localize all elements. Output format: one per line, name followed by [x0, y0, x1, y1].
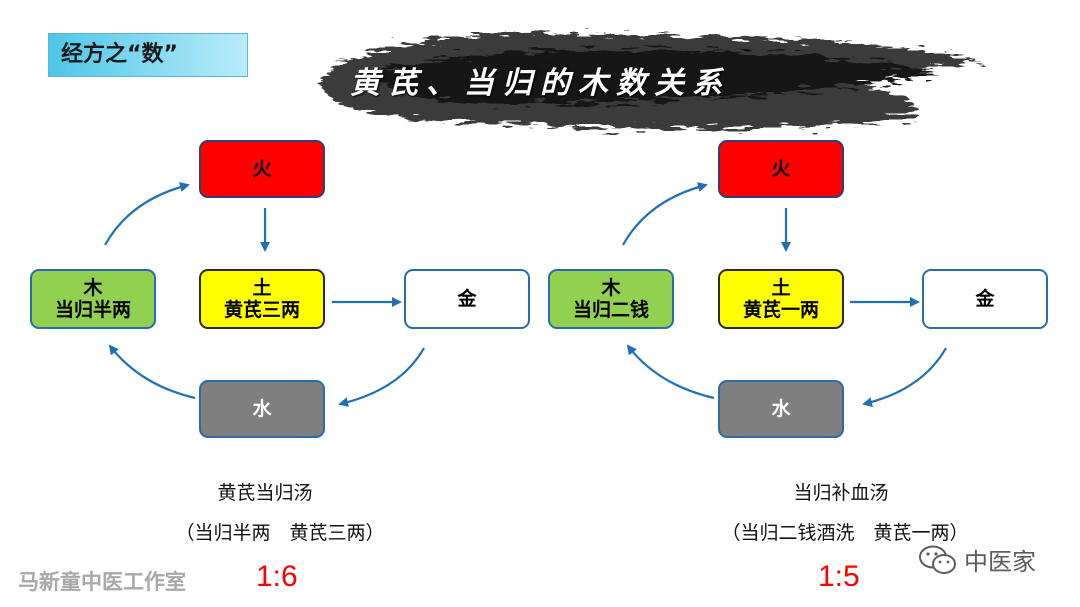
ratio-left: 1:6 [256, 560, 298, 593]
metal-label-right: 金 [975, 288, 995, 310]
formula-name-left: 黄芪当归汤 [217, 482, 313, 504]
section-tag: 经方之“数” [48, 33, 248, 77]
arrow-wood-to-fire [104, 182, 190, 246]
water-label-right: 水 [771, 398, 791, 420]
earth-node: 土 黄芪三两 [199, 269, 325, 329]
arrow-metal-to-water [338, 347, 425, 408]
arrow-wood-to-fire-right [622, 182, 708, 246]
wood-herb-dose-right: 当归二钱 [572, 299, 649, 321]
fire-label-right: 火 [771, 158, 791, 180]
wood-node-right: 木 当归二钱 [548, 269, 674, 329]
formula-name-right: 当归补血汤 [793, 482, 889, 504]
wood-herb-dose: 当归半两 [54, 299, 131, 321]
earth-label: 土 [252, 277, 272, 299]
metal-node: 金 [404, 269, 530, 329]
wood-node: 木 当归半两 [30, 269, 156, 329]
wechat-logo: 中医家 [918, 542, 1036, 577]
wood-label-right: 木 [601, 277, 621, 299]
banner-title: 黄芪、当归的木数关系 [350, 66, 730, 101]
earth-label-right: 土 [771, 277, 791, 299]
ratio-right: 1:5 [818, 560, 860, 593]
earth-herb-dose-right: 黄芪一两 [742, 299, 819, 321]
wood-label: 木 [83, 277, 103, 299]
arrow-water-to-wood-right [626, 344, 715, 400]
metal-node-right: 金 [922, 269, 1048, 329]
metal-label: 金 [457, 288, 477, 310]
fire-node: 火 [199, 140, 325, 198]
earth-node-right: 土 黄芪一两 [718, 269, 844, 329]
earth-herb-dose: 黄芪三两 [223, 299, 300, 321]
water-node-right: 水 [718, 380, 844, 438]
arrow-metal-to-water-right [862, 347, 947, 407]
water-label: 水 [252, 398, 272, 420]
arrow-water-to-wood [108, 344, 196, 400]
studio-watermark: 马新童中医工作室 [18, 570, 186, 594]
logo-text: 中医家 [964, 548, 1036, 576]
wechat-icon [919, 545, 956, 574]
formula-detail-right: （当归二钱酒洗 黄芪一两） [721, 522, 969, 544]
ink-brush-banner [320, 33, 980, 130]
formula-detail-left: （当归半两 黄芪三两） [175, 522, 385, 544]
fire-node-right: 火 [718, 140, 844, 198]
water-node: 水 [199, 380, 325, 438]
fire-label: 火 [252, 158, 272, 180]
